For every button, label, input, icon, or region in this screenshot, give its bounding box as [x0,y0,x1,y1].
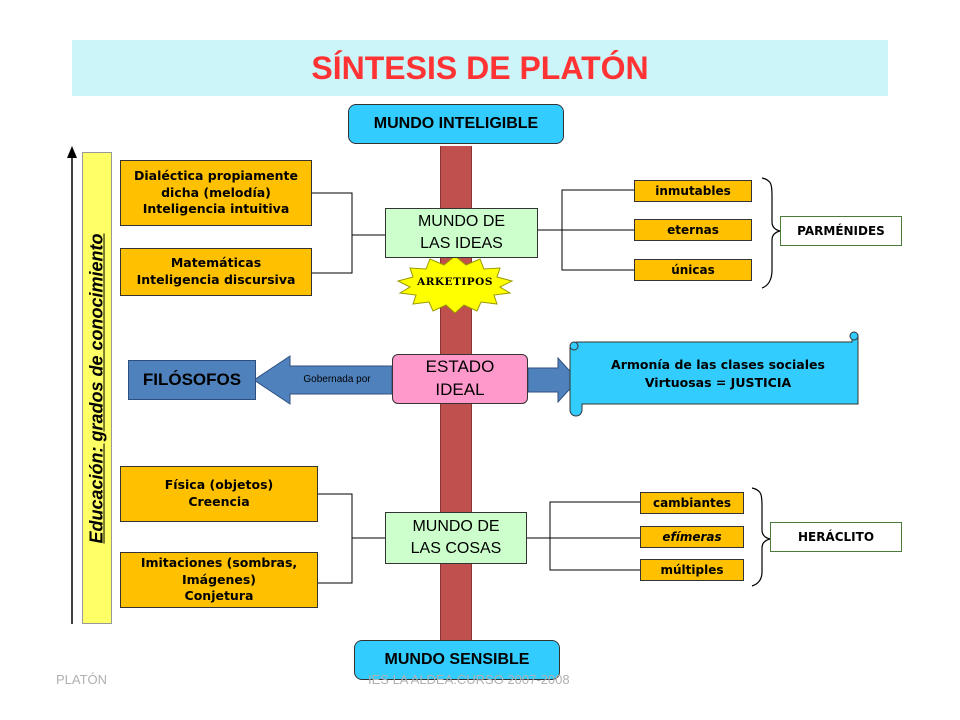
scroll-curl-right [849,331,859,341]
knowledge-line: Creencia [188,494,250,509]
arketipos-badge [396,255,514,314]
connector-dialectica [312,192,385,236]
harmony-text: Armonía de las clases sociales Virtuosas… [584,356,852,392]
connector-ideas-unicas [561,230,634,271]
connector-ideas-properties [538,189,634,231]
knowledge-imitaciones: Imitaciones (sombras, Imágenes) Conjetur… [120,552,318,608]
harmony-line1: Armonía de las clases sociales [611,357,825,372]
property-unicas: únicas [634,259,752,281]
education-bar [82,152,112,624]
knowledge-line: Inteligencia intuitiva [142,201,290,217]
knowledge-line: Dialéctica propiamente [134,167,298,183]
brace-ideas [761,177,781,289]
governed-by-label: Gobernada por [303,374,371,385]
property-multiples: múltiples [640,559,744,581]
knowledge-line: Física (objetos) [164,477,274,493]
property-cambiantes: cambiantes [640,492,744,514]
knowledge-line: Inteligencia discursiva [136,272,296,287]
mundo-ideas-box: MUNDO DE LAS IDEAS [385,208,538,258]
mundo-ideas-line1: MUNDO DE [417,213,506,231]
knowledge-line: Conjetura [184,588,254,604]
title-band [72,40,888,96]
connector-fisica [318,493,385,539]
estado-line1: ESTADO [425,357,495,377]
property-efimeras: efímeras [640,526,744,548]
scroll-curl-top [569,341,579,351]
philosopher-heraclito: HERÁCLITO [770,522,902,552]
rulers-box: FILÓSOFOS [128,360,256,400]
philosopher-parmenides: PARMÉNIDES [780,216,902,246]
property-eternas: eternas [634,219,752,241]
connector-matematicas [312,235,353,274]
world-sensible: MUNDO SENSIBLE [354,640,560,680]
education-arrow-head [67,146,77,158]
connector-things-properties [527,501,640,539]
estado-line2: IDEAL [435,380,485,399]
footer-left: PLATÓN [56,672,108,687]
knowledge-fisica: Física (objetos) Creencia [120,466,318,522]
connector-things-multiples [549,538,640,571]
footer-center: IES LA ALDEA.CURSO 2007-2008 [368,672,570,687]
mundo-cosas-box: MUNDO DE LAS COSAS [385,512,527,564]
estado-ideal-box: ESTADO IDEAL [392,354,528,404]
page-title: SÍNTESIS DE PLATÓN [311,49,649,86]
harmony-line2: Virtuosas = JUSTICIA [644,375,792,391]
mundo-cosas-line2: LAS COSAS [410,540,502,557]
knowledge-line: Matemáticas [170,255,262,271]
knowledge-line: Imágenes) [181,571,257,587]
connector-imitaciones [318,538,353,584]
state-scroll-arrow [527,356,579,404]
arketipos-label: ARKETIPOS [417,276,493,288]
mundo-cosas-line1: MUNDO DE [412,518,500,536]
knowledge-dialectica: Dialéctica propiamente dicha (melodía) I… [120,160,312,226]
knowledge-line: Imitaciones (sombras, [140,554,298,570]
knowledge-matematicas: Matemáticas Inteligencia discursiva [120,248,312,296]
world-intelligible: MUNDO INTELIGIBLE [348,104,564,144]
property-inmutables: inmutables [634,180,752,202]
property-efimeras-text: efímeras [662,529,722,544]
knowledge-line: dicha (melodía) [161,184,271,200]
brace-things [751,487,771,587]
governed-arrow [253,355,393,405]
mundo-ideas-line2: LAS IDEAS [420,235,503,252]
